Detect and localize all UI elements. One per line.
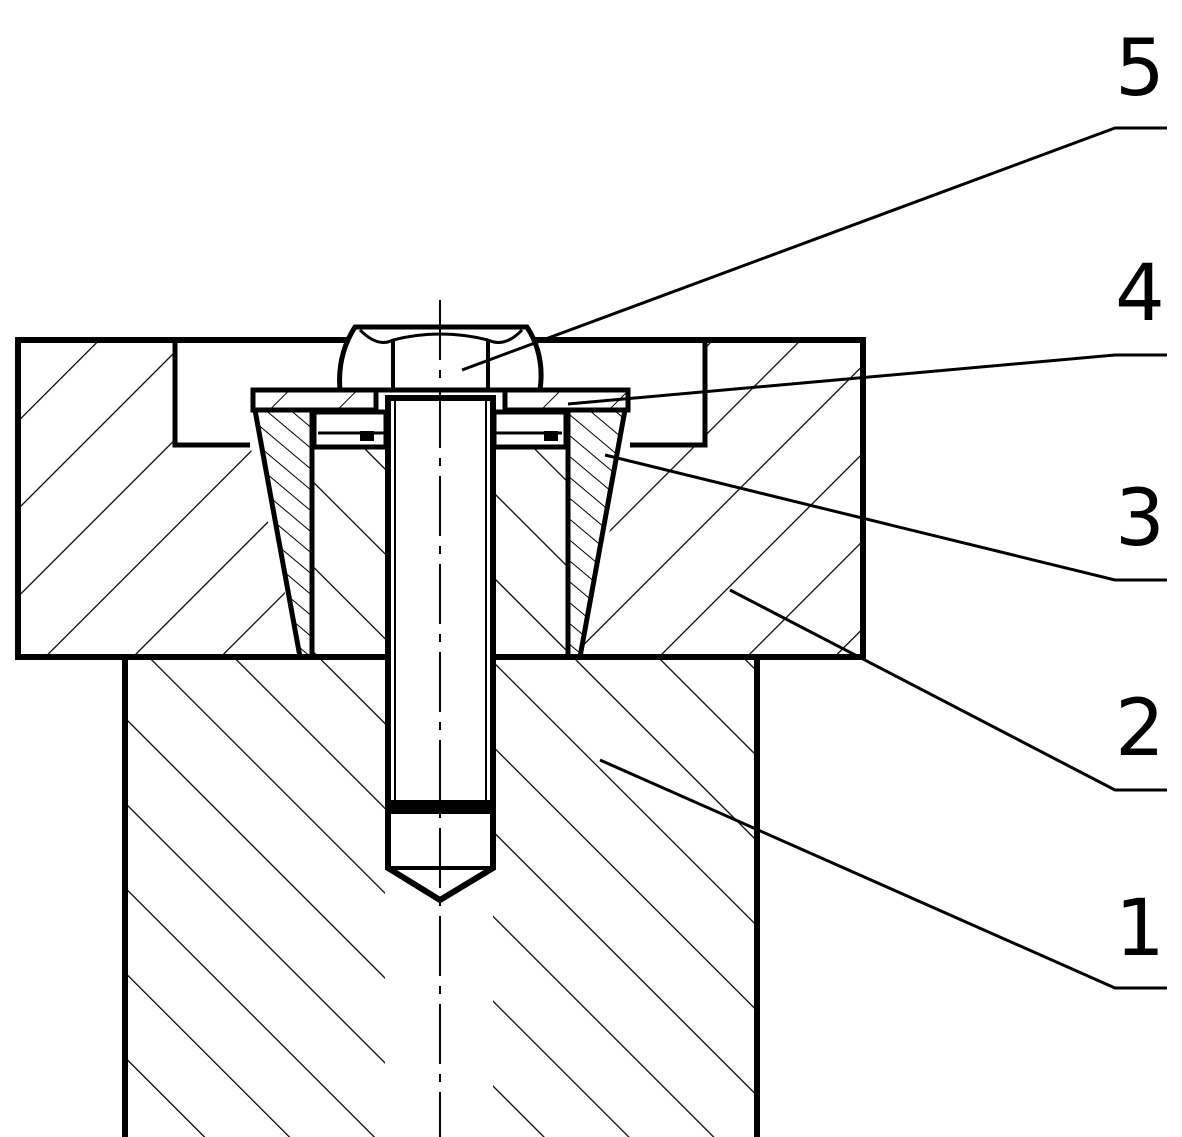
leader-1: [599, 758, 1167, 990]
part-label-1: 1: [1115, 884, 1165, 974]
leader-3: [604, 453, 1167, 582]
part-label-2: 2: [1115, 684, 1165, 774]
part-4-washer: [250, 387, 631, 450]
leader-5: [461, 126, 1167, 372]
leader-2: [729, 588, 1167, 792]
leader-lines: [461, 126, 1167, 990]
leader-4: [567, 353, 1167, 406]
part-1-shaft: [122, 420, 760, 1137]
part-label-3: 3: [1115, 474, 1165, 564]
part-label-4: 4: [1115, 249, 1165, 339]
part-2-flange: [15, 337, 866, 660]
part-label-5: 5: [1115, 24, 1165, 114]
